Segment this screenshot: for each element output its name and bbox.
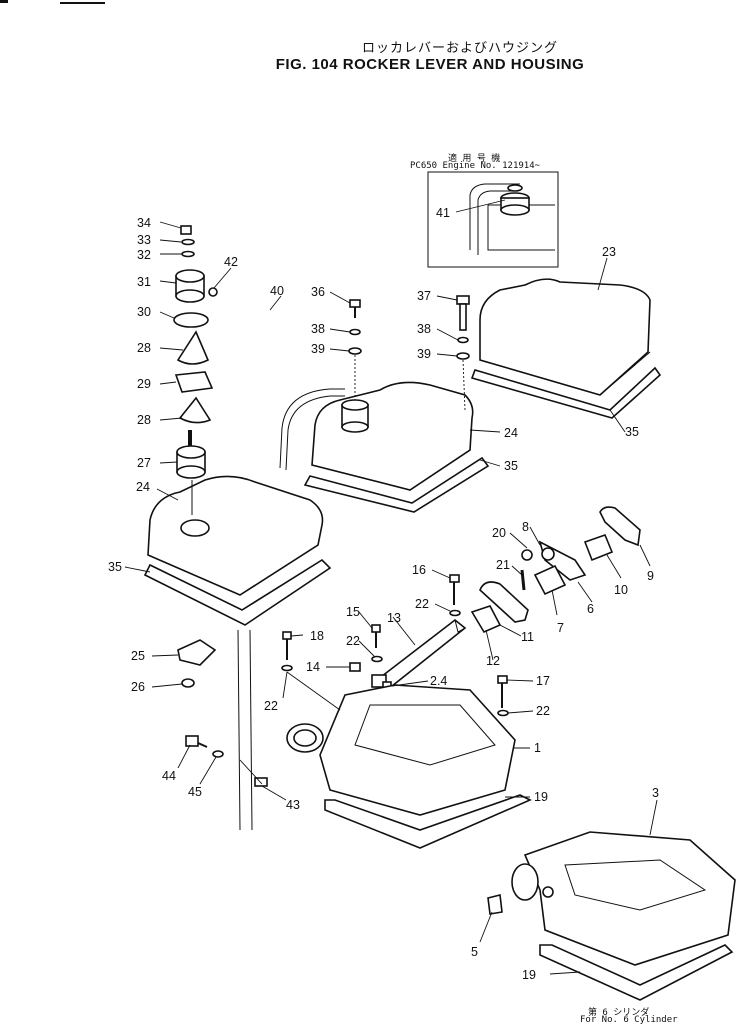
filler-stack — [173, 225, 218, 515]
callout: 24 — [136, 480, 150, 494]
callout: 35 — [625, 425, 639, 439]
callout: 16 — [412, 563, 426, 577]
inset-note: PC650 Engine No. 121914~ — [410, 161, 541, 171]
bolts-cover — [348, 295, 470, 411]
part-40-breather-tube — [227, 295, 273, 481]
callout: 33 — [137, 233, 151, 247]
callout: 13 — [387, 611, 401, 625]
callout: 45 — [188, 785, 202, 799]
callout: 19 — [534, 790, 548, 804]
inset-box — [427, 171, 559, 268]
callout: 18 — [310, 629, 324, 643]
callout: 22 — [264, 699, 278, 713]
callout: 27 — [137, 456, 151, 470]
callout: 20 — [492, 526, 506, 540]
callout: 41 — [436, 206, 450, 220]
callout: 5 — [471, 945, 478, 959]
callouts: 34 33 32 42 31 40 30 28 29 28 27 24 35 2… — [108, 206, 659, 982]
callout: 39 — [417, 347, 431, 361]
callout: 11 — [521, 630, 534, 644]
callout: 15 — [346, 605, 360, 619]
figure-title-japanese: ロッカレバーおよびハウジング — [361, 41, 558, 56]
callout: 30 — [137, 305, 151, 319]
callout: 24 — [504, 426, 518, 440]
callout: 1 — [534, 741, 541, 755]
callout: 7 — [557, 621, 564, 635]
rocker-assembly — [281, 506, 641, 717]
callout: 19 — [522, 968, 536, 982]
inset-note-japanese: 適 用 号 機 — [448, 154, 501, 164]
callout: 22 — [415, 597, 429, 611]
callout: 35 — [504, 459, 518, 473]
callout: 39 — [311, 342, 325, 356]
callout: 2.4 — [430, 674, 447, 688]
callout: 3 — [652, 786, 659, 800]
callout: 26 — [131, 680, 145, 694]
callout: 40 — [270, 284, 284, 298]
callout: 38 — [417, 322, 431, 336]
part-24-cover-left — [143, 475, 332, 626]
part-1-housing — [286, 684, 532, 849]
part-23-cover — [470, 278, 662, 419]
callout: 32 — [137, 248, 151, 262]
callout: 44 — [162, 769, 176, 783]
callout: 9 — [647, 569, 654, 583]
callout: 25 — [131, 649, 145, 663]
callout: 38 — [311, 322, 325, 336]
callout: 37 — [417, 289, 431, 303]
callout: 31 — [137, 275, 151, 289]
callout: 12 — [486, 654, 500, 668]
callout: 17 — [536, 674, 550, 688]
callout: 21 — [496, 558, 510, 572]
callout: 28 — [137, 413, 151, 427]
footnote: For No. 6 Cylinder — [580, 1015, 678, 1025]
callout: 22 — [346, 634, 360, 648]
callout: 28 — [137, 341, 151, 355]
callout: 35 — [108, 560, 122, 574]
lower-left-parts — [177, 629, 503, 915]
callout: 42 — [224, 255, 238, 269]
figure-title: FIG. 104 ROCKER LEVER AND HOUSING — [275, 56, 585, 73]
callout: 6 — [587, 602, 594, 616]
leader-lines — [124, 199, 658, 975]
callout: 14 — [306, 660, 320, 674]
footnote-japanese: 第 6 シリンダ — [588, 1008, 650, 1018]
callout: 22 — [536, 704, 550, 718]
callout: 8 — [522, 520, 529, 534]
callout: 43 — [286, 798, 300, 812]
callout: 10 — [614, 583, 628, 597]
part-24-cover-mid — [303, 381, 490, 513]
callout: 23 — [602, 245, 616, 259]
callout: 34 — [137, 216, 151, 230]
callout: 29 — [137, 377, 151, 391]
part-3-housing — [511, 831, 736, 1001]
callout: 36 — [311, 285, 325, 299]
